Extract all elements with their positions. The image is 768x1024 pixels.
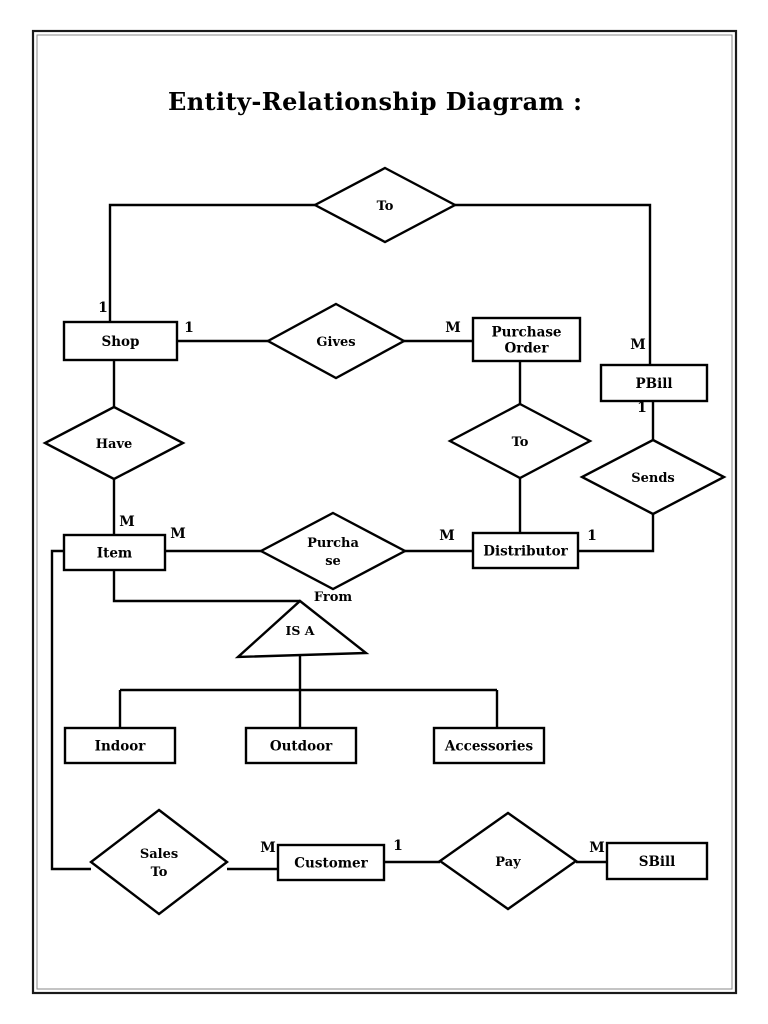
entity-customer[interactable]: Customer (276, 843, 386, 882)
connector-item-down-isa (112, 570, 300, 603)
entity-indoor[interactable]: Indoor (63, 726, 177, 765)
cardinality-item-purchase: M (170, 526, 186, 542)
cardinality-pbill-sends: 1 (637, 400, 647, 416)
external-labels: From (314, 590, 353, 605)
entity-distributor[interactable]: Distributor (471, 531, 580, 570)
relationship-to-shop-pbill[interactable]: To (312, 166, 458, 244)
entity-rect-sbill (605, 841, 709, 881)
entity-label-shop: Shop (101, 334, 139, 350)
relationship-diamond-gives (265, 302, 407, 380)
relationship-have[interactable]: Have (42, 405, 186, 481)
relationship-purchase-from[interactable]: Purcha se (258, 511, 408, 591)
cardinality-salesto-customer: M (260, 840, 276, 856)
cardinality-purchase-distrib: M (439, 528, 455, 544)
relationship-diamond-have (42, 405, 186, 481)
connector-sends-down-distributor (578, 514, 655, 553)
relationship-diamond-sales-to (89, 808, 229, 916)
entity-rect-pbill (599, 363, 709, 403)
relationship-diamond-purchase-from (258, 511, 408, 591)
entity-label-item: Item (97, 546, 132, 562)
relationship-label-purchase-from: Purcha (307, 536, 359, 551)
entity-rect-accessories (432, 726, 546, 765)
entity-label-purchase-order: Purchase (491, 325, 561, 341)
cardinality-gives-po: M (445, 320, 461, 336)
entity-sbill[interactable]: SBill (605, 841, 709, 881)
entity-rect-shop (62, 320, 179, 362)
cardinality-shop-to-top: 1 (98, 300, 108, 316)
entity-label-outdoor: Outdoor (270, 739, 333, 755)
entity-rect-indoor (63, 726, 177, 765)
entity-label-distributor: Distributor (483, 544, 568, 560)
connector-lines (50, 203, 655, 871)
entity-item[interactable]: Item (62, 533, 167, 572)
relationship-label-sales-to: Sales (140, 847, 178, 862)
entity-label-purchase-order: Order (504, 341, 549, 357)
frame-inner-rect (36, 34, 733, 990)
connector-todiamond-right-pbill (455, 203, 652, 365)
entity-rect-item (62, 533, 167, 572)
entity-label-indoor: Indoor (95, 739, 147, 755)
entity-rect-purchase-order (471, 316, 582, 363)
isa-label: IS A (286, 623, 315, 638)
relationship-to-po-distributor[interactable]: To (447, 402, 593, 480)
cardinality-pbill-to: M (630, 337, 646, 353)
cardinality-customer-pay: 1 (393, 838, 403, 854)
relationship-label-sales-to: To (151, 865, 168, 880)
relationship-label-pay: Pay (495, 855, 521, 870)
relationship-diamond-pay (437, 811, 579, 911)
entity-rect-distributor (471, 531, 580, 570)
relationship-diamond-sends (579, 438, 727, 516)
relationship-label-gives: Gives (316, 335, 355, 350)
entity-shop[interactable]: Shop (62, 320, 179, 362)
relationship-label-to-shop-pbill: To (377, 199, 394, 214)
entity-outdoor[interactable]: Outdoor (244, 726, 358, 765)
entity-pbill[interactable]: PBill (599, 363, 709, 403)
entity-label-customer: Customer (294, 856, 368, 872)
relationship-pay[interactable]: Pay (437, 811, 579, 911)
connector-item-left-salesto (50, 549, 91, 871)
frame-outer-rect (31, 29, 738, 995)
label-purchase-from-second-word: From (314, 590, 353, 605)
relationship-label-purchase-from: se (325, 554, 341, 569)
entity-rect-outdoor (244, 726, 358, 765)
page-frame (31, 29, 738, 995)
entity-accessories[interactable]: Accessories (432, 726, 546, 765)
entity-label-pbill: PBill (636, 376, 673, 392)
cardinality-distrib-sends: 1 (587, 528, 597, 544)
relationship-gives[interactable]: Gives (265, 302, 407, 380)
relationship-label-sends: Sends (631, 471, 675, 486)
entity-label-accessories: Accessories (444, 739, 534, 755)
relationship-label-have: Have (96, 437, 133, 452)
cardinality-shop-gives: 1 (184, 320, 194, 336)
cardinality-have-item: M (119, 514, 135, 530)
entity-label-sbill: SBill (639, 854, 676, 870)
relationship-diamond-to-po-distributor (447, 402, 593, 480)
cardinality-pay-sbill: M (589, 840, 605, 856)
isa-triangle (234, 599, 370, 659)
relationship-diamond-to-shop-pbill (312, 166, 458, 244)
relationship-label-to-po-distributor: To (512, 435, 529, 450)
isa-triangle-group: IS A (234, 599, 370, 659)
connector-shop-up-to-diamond (108, 203, 315, 322)
entity-rect-customer (276, 843, 386, 882)
relationship-sends[interactable]: Sends (579, 438, 727, 516)
page-title: Entity-Relationship Diagram : (168, 87, 582, 116)
